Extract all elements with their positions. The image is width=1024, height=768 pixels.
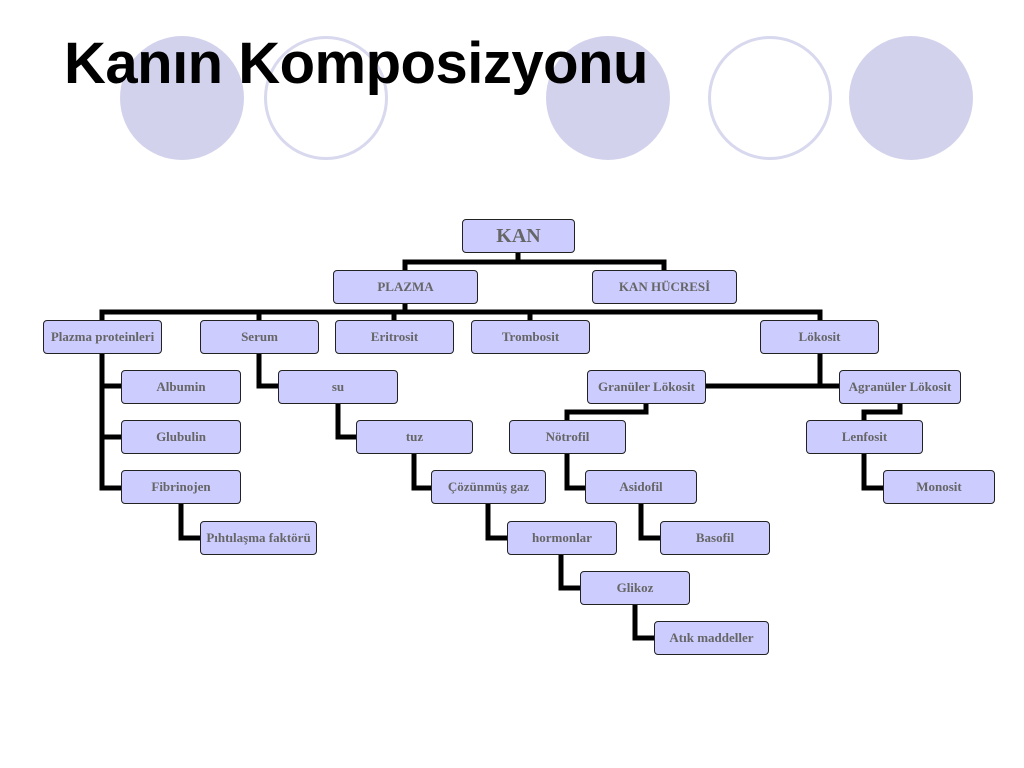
decor-circle-filled	[546, 36, 670, 160]
connector-glikoz	[632, 602, 657, 641]
connector-lenfosit	[861, 451, 886, 491]
connector-plazma	[99, 300, 823, 324]
node-plazma-proteinleri: Plazma proteinleri	[43, 320, 162, 354]
node-trombosit: Trombosit	[471, 320, 590, 354]
node-glikoz: Glikoz	[580, 571, 690, 605]
connector-su	[335, 400, 359, 440]
connector-lokosit	[703, 350, 842, 389]
decor-circle-filled	[849, 36, 973, 160]
connector-granuler	[564, 400, 649, 424]
node-cozunmus-gaz: Çözünmüş gaz	[431, 470, 546, 504]
node-globulin: Glubulin	[121, 420, 241, 454]
node-kan-hucresi: KAN HÜCRESİ	[592, 270, 737, 304]
slide-title: Kanın Komposizyonu	[64, 31, 648, 96]
connector-asidofil	[638, 502, 663, 541]
node-plazma: PLAZMA	[333, 270, 478, 304]
decor-circle-ring	[708, 36, 832, 160]
node-asidofil: Asidofil	[585, 470, 697, 504]
node-granuler-lokosit: Granüler Lökosit	[587, 370, 706, 404]
node-kan: KAN	[462, 219, 575, 253]
node-eritrosit: Eritrosit	[335, 320, 454, 354]
decor-circle-ring	[264, 36, 388, 160]
node-lokosit: Lökosit	[760, 320, 879, 354]
connector-hormonlar	[558, 552, 583, 591]
connector-proteins	[99, 350, 124, 491]
node-serum: Serum	[200, 320, 319, 354]
decor-circle-filled	[120, 36, 244, 160]
node-fibrinojen: Fibrinojen	[121, 470, 241, 504]
connector-tuz	[411, 451, 434, 491]
node-su: su	[278, 370, 398, 404]
node-basofil: Basofil	[660, 521, 770, 555]
node-monosit: Monosit	[883, 470, 995, 504]
connector-fibrinojen	[178, 502, 203, 541]
node-notrofil: Nötrofil	[509, 420, 626, 454]
connector-notrofil	[564, 451, 588, 491]
node-hormonlar: hormonlar	[507, 521, 617, 555]
node-atik-maddeller: Atık maddeller	[654, 621, 769, 655]
node-tuz: tuz	[356, 420, 473, 454]
node-albumin: Albumin	[121, 370, 241, 404]
node-lenfosit: Lenfosit	[806, 420, 923, 454]
connector-kan	[402, 249, 667, 274]
node-agranuler-lokosit: Agranüler Lökosit	[839, 370, 961, 404]
connector-gaz	[485, 502, 510, 541]
node-pihtilasma-faktoru: Pıhtılaşma faktörü	[200, 521, 317, 555]
connector-agranuler	[861, 400, 903, 424]
connector-serum	[256, 350, 281, 389]
